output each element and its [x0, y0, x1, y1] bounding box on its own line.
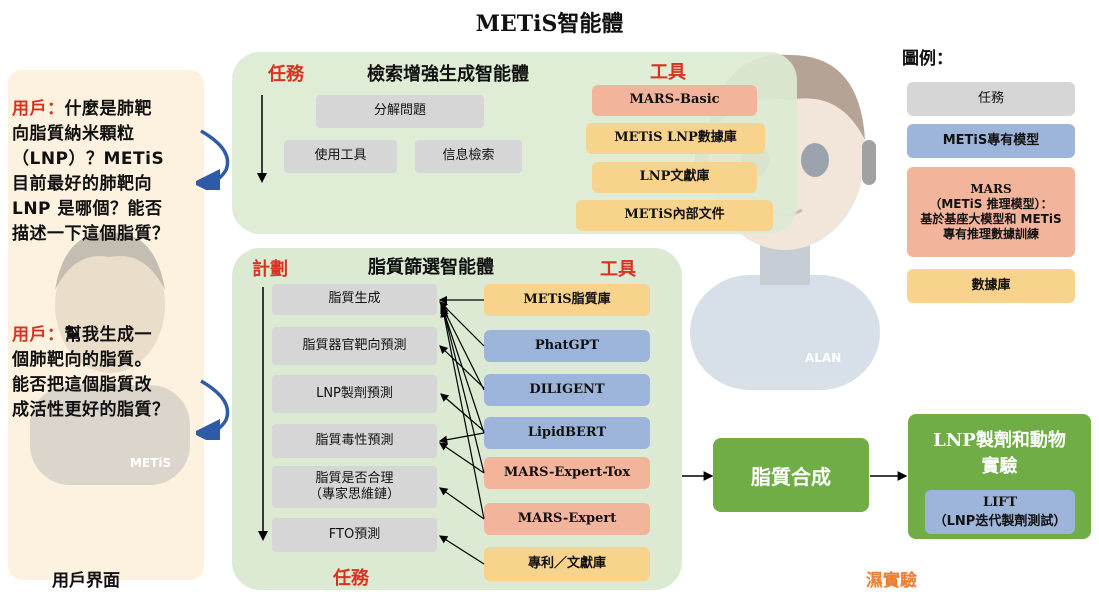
legend-model: METiS專有模型 [907, 124, 1075, 158]
tool-mars-basic: MARS-Basic [592, 85, 757, 116]
tool-patent-library: 專利／文獻庫 [484, 547, 650, 581]
lipid-synthesis-label: 脂質合成 [751, 464, 831, 489]
legend-database: 數據庫 [907, 269, 1075, 303]
task-decompose: 分解問題 [316, 95, 484, 128]
user-message-2: 用戶：幫我生成一 個肺靶向的脂質。 能否把這個脂質改 成活性更好的脂質？ [12, 323, 204, 423]
rag-task-label: 任務 [268, 64, 304, 85]
robot-badge: ALAN [805, 351, 841, 365]
tool-metis-lnp-db: METiS LNP數據庫 [586, 123, 765, 154]
task-organ-targeting: 脂質器官靶向預測 [272, 327, 437, 365]
lipid-task-label: 任務 [333, 568, 369, 589]
message-line: 幫我生成一 [64, 325, 152, 345]
formulation-animal-box: LNP製劑和動物 實驗 LIFT （LNP迭代製劑測試） [908, 414, 1091, 539]
user-interface-panel [8, 70, 204, 580]
tool-lnp-literature: LNP文獻庫 [592, 162, 757, 193]
rag-tool-label: 工具 [650, 62, 686, 83]
legend-task: 任務 [907, 82, 1075, 116]
curved-arrow-icon [196, 129, 230, 190]
legend-title: 圖例： [902, 49, 953, 69]
message-line: 向脂質納米顆粒 [12, 124, 135, 144]
task-lipid-generation: 脂質生成 [272, 284, 437, 315]
legend-mars-line: 基於基座大模型和 METiS [920, 212, 1062, 226]
lift-title: LIFT [982, 495, 1018, 510]
tool-internal-docs: METiS內部文件 [576, 200, 773, 231]
message-line: LNP 是哪個？能否 [12, 199, 163, 219]
task-rationality-line1: 脂質是否合理 [315, 470, 394, 486]
message-line: 描述一下這個脂質？ [12, 224, 170, 244]
rag-agent-title: 檢索增強生成智能體 [367, 64, 529, 85]
speaker-label: 用戶： [12, 325, 65, 345]
legend-mars-line: 專有推理數據訓練 [942, 227, 1039, 241]
wet-lab-label: 濕實驗 [866, 571, 917, 591]
message-line: （LNP）？METiS [12, 149, 165, 169]
legend-mars: MARS （METiS 推理模型）： 基於基座大模型和 METiS 專有推理數據… [907, 167, 1075, 257]
message-line: 能否把這個脂質改 [12, 375, 152, 395]
formulation-title-2: 實驗 [981, 456, 1018, 477]
tool-mars-expert-tox: MARS-Expert-Tox [484, 457, 650, 489]
tool-lipidbert: LipidBERT [484, 417, 650, 449]
legend-mars-line: （METiS 推理模型）： [929, 197, 1053, 211]
lipid-agent-title: 脂質篩選智能體 [368, 257, 494, 278]
user-badge: METiS [130, 456, 171, 470]
task-fto: FTO預測 [272, 518, 437, 552]
task-use-tools: 使用工具 [284, 140, 397, 173]
tool-lipid-library: METiS脂質庫 [484, 284, 650, 316]
task-retrieval: 信息檢索 [415, 140, 522, 173]
page-title: METiS智能體 [475, 11, 624, 37]
message-line: 個肺靶向的脂質。 [12, 350, 152, 370]
task-rationality-line2: （專家思維鏈） [308, 487, 400, 502]
legend-mars-line: MARS [970, 182, 1012, 196]
task-rationality: 脂質是否合理 （專家思維鏈） [272, 466, 437, 508]
rag-flow-arrow [257, 95, 267, 183]
message-line: 成活性更好的脂質？ [12, 400, 170, 420]
tool-diligent: DILIGENT [484, 374, 650, 406]
user-avatar-illustration: METiS [30, 232, 190, 485]
lipid-flow-arrow [258, 287, 268, 541]
message-line: 什麼是肺靶 [64, 99, 152, 119]
lipid-plan-label: 計劃 [252, 259, 288, 280]
task-lnp-formulation: LNP製劑預測 [272, 375, 437, 413]
formulation-title-1: LNP製劑和動物 [933, 430, 1066, 451]
speaker-label: 用戶： [12, 99, 65, 119]
user-message-1: 用戶：什麼是肺靶 向脂質納米顆粒 （LNP）？METiS 目前最好的肺靶向 LN… [12, 97, 204, 247]
lift-subtitle: （LNP迭代製劑測試） [933, 514, 1067, 529]
lipid-synthesis-box: 脂質合成 [713, 438, 869, 512]
tool-mars-expert: MARS-Expert [484, 503, 650, 535]
tool-phatgpt: PhatGPT [484, 330, 650, 362]
lift-box: LIFT （LNP迭代製劑測試） [925, 490, 1075, 534]
curved-arrow-icon [196, 379, 230, 440]
user-interface-label: 用戶界面 [52, 571, 120, 591]
task-toxicity: 脂質毒性預測 [272, 424, 437, 458]
message-line: 目前最好的肺靶向 [12, 174, 152, 194]
lipid-tool-label: 工具 [600, 259, 636, 280]
